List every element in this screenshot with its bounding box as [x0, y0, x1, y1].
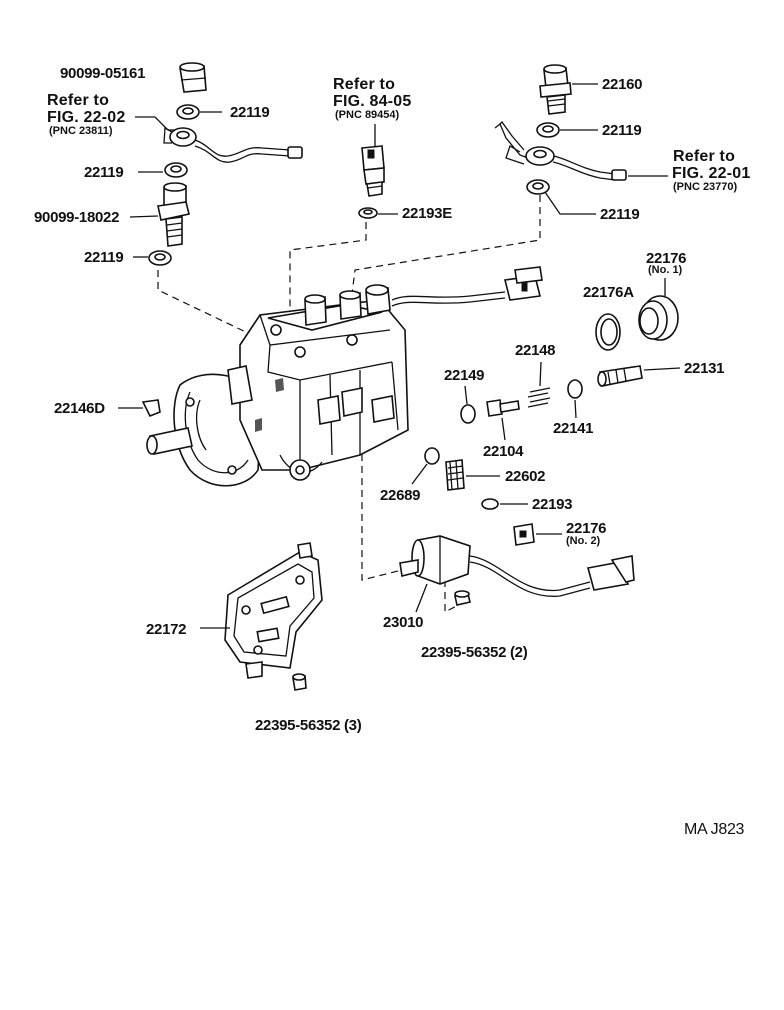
label-22149: 22149 — [444, 367, 485, 384]
dashed-line-upper-right — [349, 195, 541, 311]
label-22602: 22602 — [505, 468, 546, 485]
washer-22119-a — [176, 104, 200, 120]
plunger-22104 — [486, 399, 520, 417]
label-22689: 22689 — [380, 487, 421, 504]
reference-line3: (PNC 23770) — [673, 181, 738, 193]
label-22119-b: 22119 — [84, 164, 124, 181]
o-ring-22176A — [595, 313, 621, 351]
sensor-switch — [361, 145, 385, 197]
label-22193: 22193 — [532, 496, 573, 513]
reference-line1: Refer to — [333, 76, 396, 93]
dashed-line-sensor — [289, 222, 367, 325]
filter-22602 — [445, 459, 465, 491]
label-22176-no1-sub: (No. 1) — [648, 264, 683, 276]
fitting-22131 — [597, 365, 643, 387]
label-22176-no1: 22176 — [646, 250, 687, 267]
label-22176-no2: 22176 — [566, 520, 607, 537]
cap-90099-05161 — [179, 62, 207, 93]
gasket-22193 — [481, 498, 499, 510]
bolt-90099-18022 — [157, 182, 190, 247]
bolt-22395-b — [292, 673, 307, 691]
figure-code: MA J823 — [684, 821, 745, 838]
bolt-22395-a — [454, 590, 471, 606]
reference-line2: FIG. 84-05 — [333, 93, 412, 110]
washer-22119-e — [526, 179, 550, 195]
label-22131: 22131 — [684, 360, 725, 377]
washer-22119-c — [148, 250, 172, 266]
label-22395-56352-2: 22395-56352 (2) — [421, 644, 528, 661]
washer-22119-b — [164, 162, 188, 178]
gasket-22689 — [424, 447, 440, 465]
bolt-22160 — [539, 64, 572, 115]
woodruff-key-22146D — [141, 399, 161, 418]
label-22395-56352-3: 22395-56352 (3) — [255, 717, 362, 734]
reference-line1: Refer to — [47, 92, 110, 109]
label-22119-e: 22119 — [600, 206, 640, 223]
solenoid-23010 — [399, 535, 635, 597]
label-23010: 23010 — [383, 614, 424, 631]
label-22176A: 22176A — [583, 284, 634, 301]
label-90099-05161: 90099-05161 — [60, 65, 146, 82]
label-22160: 22160 — [602, 76, 643, 93]
reference-line2: FIG. 22-01 — [672, 165, 751, 182]
shim-22149 — [460, 404, 476, 424]
label-22119-a: 22119 — [230, 104, 270, 121]
spring-22148 — [527, 387, 551, 408]
label-22146D: 22146D — [54, 400, 105, 417]
label-22172: 22172 — [146, 621, 187, 638]
injection-pump-body — [146, 266, 543, 487]
reference-line2: FIG. 22-02 — [47, 109, 126, 126]
label-22104: 22104 — [483, 443, 524, 460]
reference-line3: (PNC 89454) — [335, 109, 400, 121]
label-22119-c: 22119 — [84, 249, 124, 266]
label-22141: 22141 — [553, 420, 594, 437]
washer-22119-d — [536, 122, 560, 138]
label-22176-no2-sub: (No. 2) — [566, 535, 601, 547]
plug-22176-no2 — [513, 523, 535, 546]
banjo-pipe-left — [135, 116, 303, 163]
nut-22176-no1 — [638, 295, 679, 341]
label-22148: 22148 — [515, 342, 556, 359]
reference-line1: Refer to — [673, 148, 736, 165]
dashed-line-lower — [361, 430, 411, 581]
label-90099-18022: 90099-18022 — [34, 209, 120, 226]
reference-line3: (PNC 23811) — [49, 125, 113, 137]
ring-22141 — [567, 379, 583, 399]
label-22119-d: 22119 — [602, 122, 642, 139]
dashed-line-upper-left — [157, 270, 253, 336]
banjo-pipe-right — [494, 120, 627, 181]
washer-22193E — [358, 207, 378, 219]
label-22193E: 22193E — [402, 205, 452, 222]
gasket-plate-22172 — [224, 542, 323, 679]
